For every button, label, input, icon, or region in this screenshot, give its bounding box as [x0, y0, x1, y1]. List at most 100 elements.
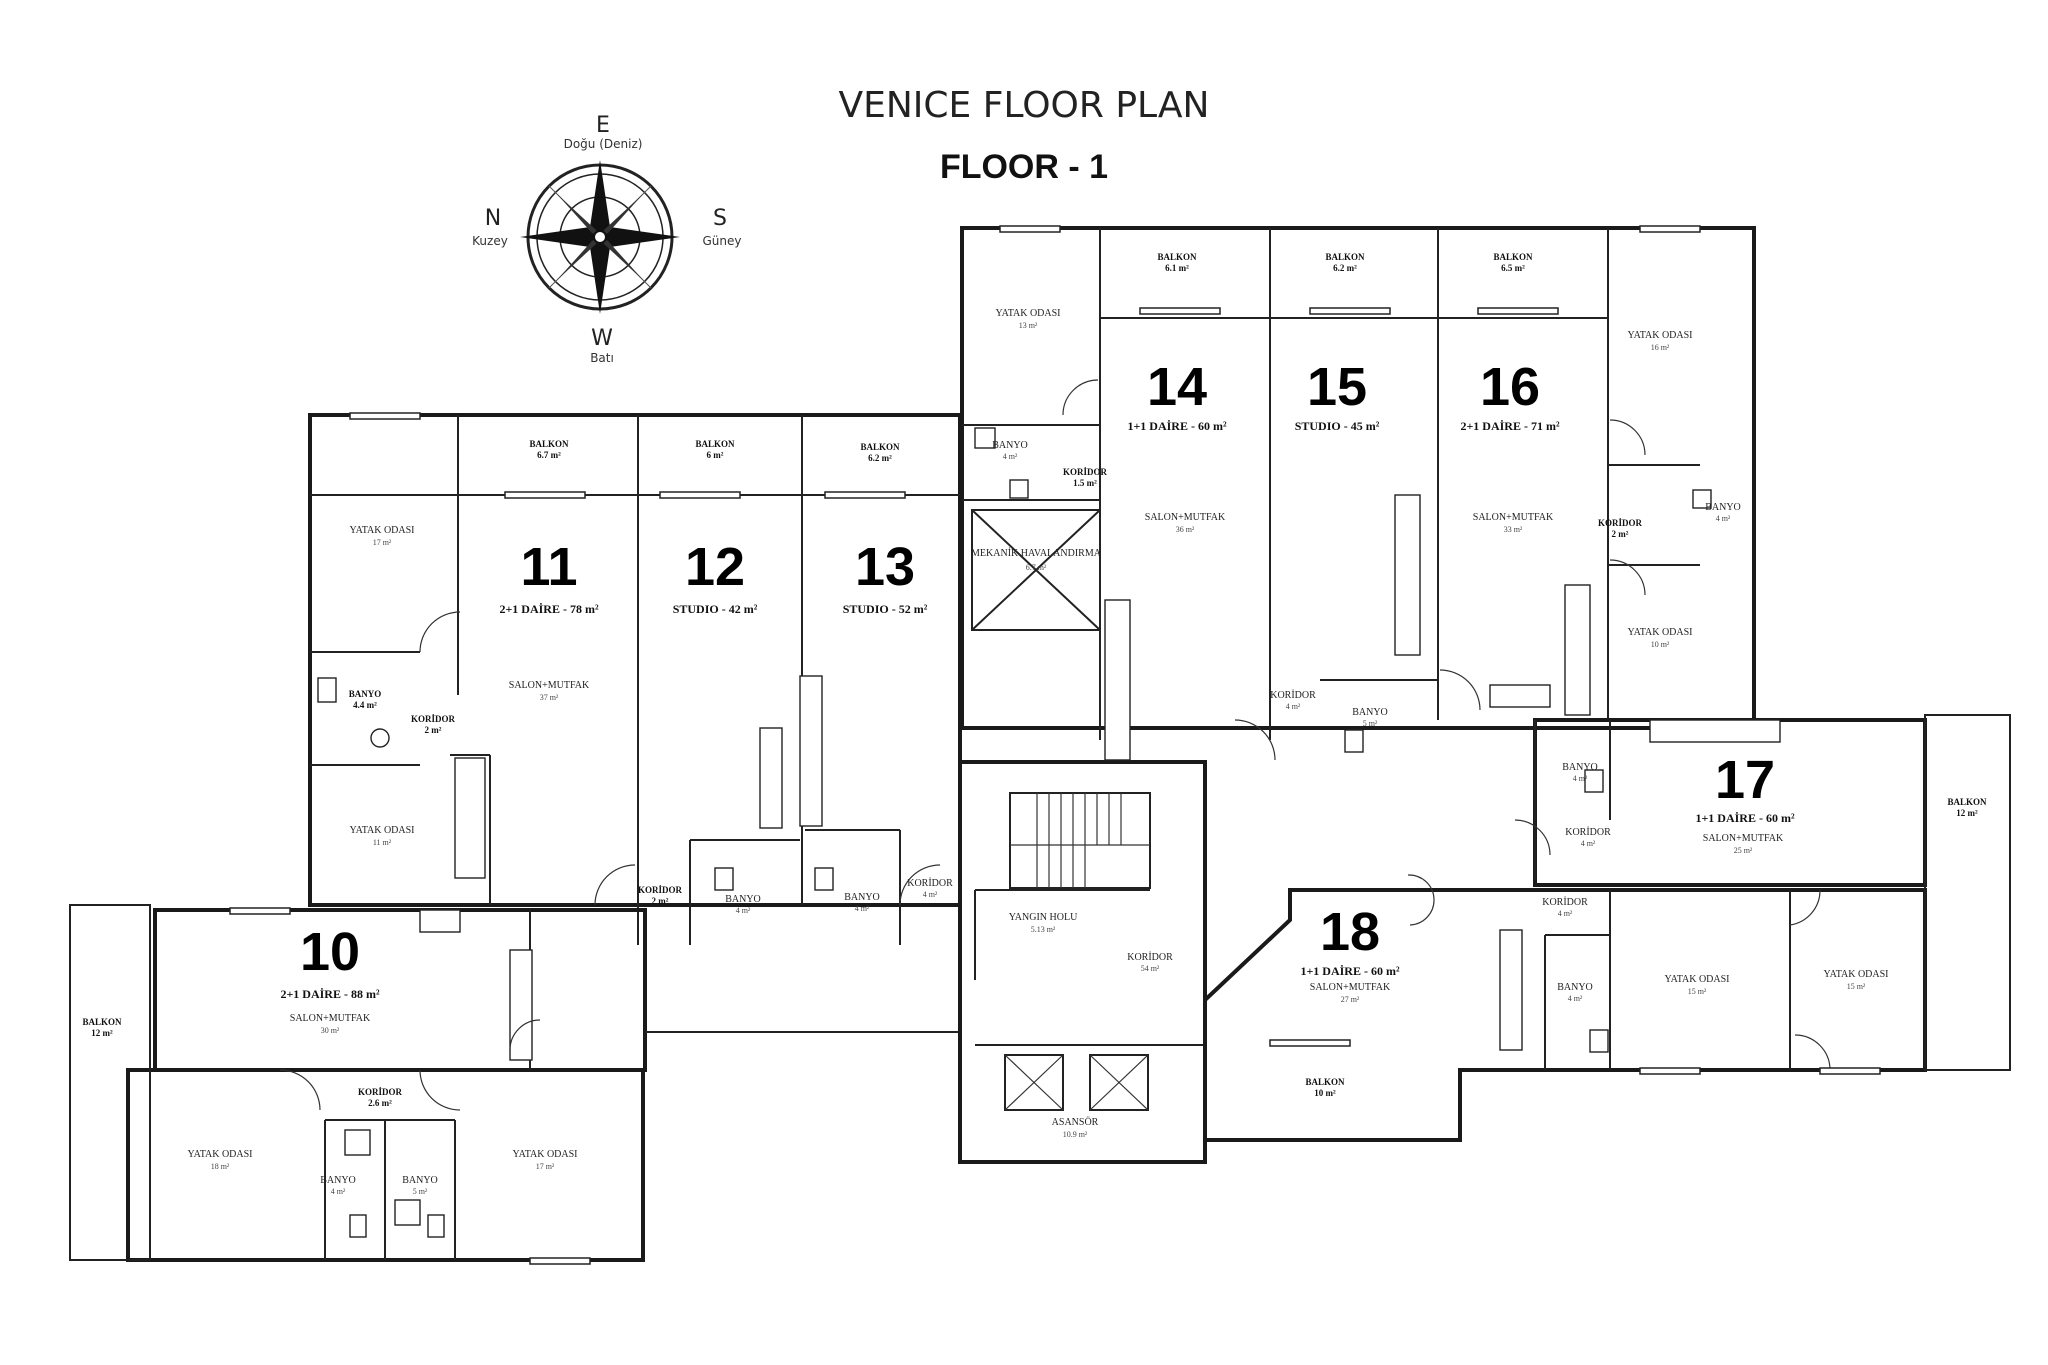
room-area: 4 m² — [1003, 452, 1018, 461]
unit-type: 2+1 DAİRE - 88 m² — [280, 987, 380, 1001]
room-name: YATAK ODASI — [512, 1149, 577, 1160]
room-name: BANYO — [1352, 707, 1388, 718]
unit-number: 17 — [1715, 750, 1775, 810]
unit-number: 10 — [300, 922, 360, 982]
room-area: 4 m² — [331, 1187, 346, 1196]
compass-north-sublabel: Kuzey — [472, 234, 508, 248]
room-area: 5.13 m² — [1031, 925, 1056, 934]
room-area: 15 m² — [1688, 987, 1707, 996]
room-name: BALKON — [529, 439, 569, 449]
room-area: 1.5 m² — [1073, 478, 1097, 488]
compass-east-label: E — [596, 113, 610, 138]
room-name: KORİDOR — [358, 1087, 403, 1097]
room-name: BANYO — [402, 1175, 438, 1186]
room-name: MEKANİK HAVALANDIRMA — [971, 547, 1102, 559]
room-labels: BALKON 6.7 m² BALKON 6 m² BALKON 6.2 m² … — [82, 252, 1987, 1196]
room-name: SALON+MUTFAK — [1310, 982, 1391, 993]
room-area: 37 m² — [540, 693, 559, 702]
room-name: BALKON — [1947, 797, 1987, 807]
room-name: YATAK ODASI — [1664, 974, 1729, 985]
room-name: YATAK ODASI — [1627, 627, 1692, 638]
room-name: BANYO — [1557, 982, 1593, 993]
room-area: 25 m² — [1734, 846, 1753, 855]
room-area: 36 m² — [1176, 525, 1195, 534]
unit-number: 12 — [685, 537, 745, 597]
room-area: 10 m² — [1314, 1088, 1336, 1098]
room-area: 2.6 m² — [368, 1098, 392, 1108]
room-area: 11 m² — [373, 838, 392, 847]
unit-number: 11 — [520, 537, 577, 597]
room-name: KORİDOR — [1542, 896, 1588, 908]
room-name: YATAK ODASI — [349, 525, 414, 536]
room-area: 4.4 m² — [353, 700, 377, 710]
compass-west-label: W — [591, 326, 613, 351]
room-area: 4 m² — [923, 890, 938, 899]
room-area: 27 m² — [1341, 995, 1360, 1004]
room-area: 4 m² — [1558, 909, 1573, 918]
room-name: BALKON — [82, 1017, 122, 1027]
unit-type: 1+1 DAİRE - 60 m² — [1127, 419, 1227, 433]
room-area: 6.2 m² — [1333, 263, 1357, 273]
compass-south-sublabel: Güney — [703, 234, 742, 248]
bathroom-fixtures — [317, 427, 1712, 1238]
room-area: 4 m² — [855, 904, 870, 913]
room-name: BALKON — [1157, 252, 1197, 262]
floor-subtitle: FLOOR - 1 — [940, 148, 1108, 186]
room-area: 17 m² — [536, 1162, 555, 1171]
unit-type: 2+1 DAİRE - 71 m² — [1460, 419, 1560, 433]
elevator-shafts — [1004, 1054, 1149, 1111]
room-area: 12 m² — [1956, 808, 1978, 818]
room-name: BALKON — [1493, 252, 1533, 262]
room-name: KORİDOR — [907, 877, 953, 889]
room-name: BANYO — [1705, 502, 1741, 513]
unit-number: 14 — [1147, 357, 1207, 417]
unit-type: 1+1 DAİRE - 60 m² — [1695, 811, 1795, 825]
room-area: 6 m² — [707, 450, 724, 460]
room-name: BANYO — [992, 440, 1028, 451]
compass-east-sublabel: Doğu (Deniz) — [564, 137, 643, 151]
compass-north-label: N — [485, 206, 501, 231]
room-area: 15 m² — [1847, 982, 1866, 991]
room-name: YATAK ODASI — [187, 1149, 252, 1160]
room-area: 12 m² — [91, 1028, 113, 1038]
room-area: 2 m² — [652, 896, 669, 906]
room-name: SALON+MUTFAK — [1703, 833, 1784, 844]
room-name: BANYO — [844, 892, 880, 903]
room-name: BANYO — [725, 894, 761, 905]
room-area: 10.9 m² — [1063, 1130, 1088, 1139]
room-name: YATAK ODASI — [1627, 330, 1692, 341]
room-area: 2 m² — [1612, 529, 1629, 539]
room-area: 6.5 m² — [1501, 263, 1525, 273]
room-name: KORİDOR — [1270, 689, 1316, 701]
unit-type: 2+1 DAİRE - 78 m² — [499, 602, 599, 616]
staircase — [1009, 792, 1151, 889]
unit-type: STUDIO - 42 m² — [673, 602, 758, 616]
room-name: KORİDOR — [411, 714, 456, 724]
unit-number: 16 — [1480, 357, 1540, 417]
room-name: YATAK ODASI — [995, 308, 1060, 319]
room-area: 5 m² — [1363, 719, 1378, 728]
building-walls — [69, 226, 2011, 1262]
room-name: SALON+MUTFAK — [1473, 512, 1554, 523]
unit-number: 18 — [1320, 902, 1380, 962]
room-area: 6.7 m² — [537, 450, 561, 460]
room-name: KORİDOR — [638, 885, 683, 895]
room-area: 18 m² — [211, 1162, 230, 1171]
unit-number: 15 — [1307, 357, 1367, 417]
unit-type: STUDIO - 45 m² — [1295, 419, 1380, 433]
room-name: SALON+MUTFAK — [290, 1013, 371, 1024]
room-name: KORİDOR — [1565, 826, 1611, 838]
windows — [229, 225, 1881, 1265]
unit-type: 1+1 DAİRE - 60 m² — [1300, 964, 1400, 978]
room-area: 4 m² — [1581, 839, 1596, 848]
room-name: YATAK ODASI — [349, 825, 414, 836]
room-area: 6.1 m² — [1165, 263, 1189, 273]
unit-number: 13 — [855, 537, 915, 597]
room-name: BANYO — [320, 1175, 356, 1186]
room-area: 17 m² — [373, 538, 392, 547]
room-area: 4 m² — [1568, 994, 1583, 1003]
room-area: 54 m² — [1141, 964, 1160, 973]
room-name: SALON+MUTFAK — [1145, 512, 1226, 523]
room-name: BALKON — [695, 439, 735, 449]
